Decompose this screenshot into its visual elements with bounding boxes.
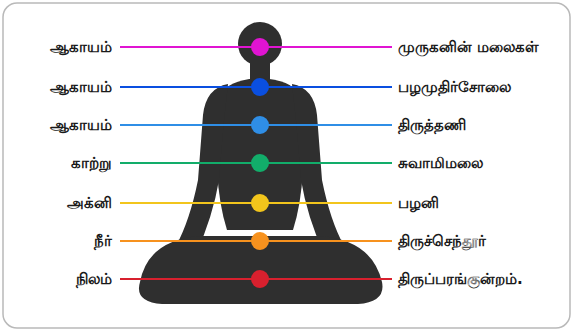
figure-head [238,22,282,66]
chakra-dots [251,38,269,288]
element-label: நிலம் [76,270,112,288]
chakra-dot [251,232,269,250]
element-label: காற்று [71,154,112,172]
figure-torso [217,78,303,230]
chakra-dot [251,78,269,96]
hill-label: சுவாமிமலை [398,154,483,172]
element-label: ஆகாயம் [50,78,112,96]
chakra-dot [251,154,269,172]
panel-frame [3,3,570,328]
chakra-dot [251,270,269,288]
hill-label: திருச்செந்தூர் [398,232,486,250]
hill-label: பழனி [398,194,439,212]
chakra-dot [251,116,269,134]
hill-label: பழமுதிர்சோலை [398,78,511,96]
element-label: ஆகாயம் [50,38,112,56]
hill-label: திருப்பரங்குன்றம். [398,270,523,288]
element-label: நீர் [94,232,112,250]
hill-label: திருத்தணி [398,116,466,134]
leader-lines [120,47,392,279]
chakra-dot [251,38,269,56]
figure-right-arm [292,84,344,254]
hill-label: முருகனின் மலைகள் [398,38,539,56]
element-label: அக்னி [67,194,112,212]
chakra-dot [251,194,269,212]
element-label: ஆகாயம் [50,116,112,134]
figure-left-arm [176,84,228,254]
